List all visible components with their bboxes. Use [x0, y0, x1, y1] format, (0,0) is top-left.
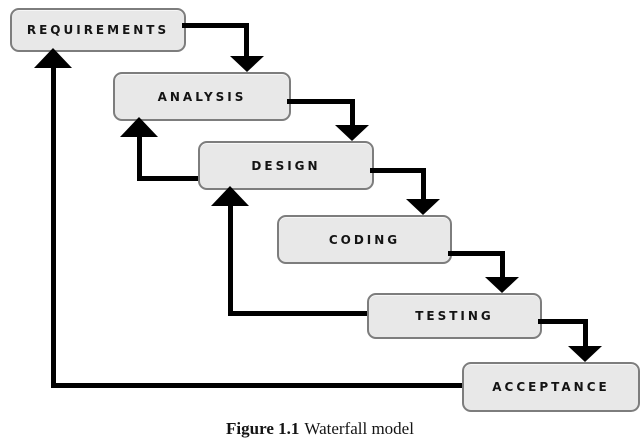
connector-analysis-design-hseg	[287, 99, 355, 104]
feedback-acceptance-requirements-hseg	[51, 383, 462, 388]
feedback-testing-design-vseg	[228, 206, 233, 316]
connector-coding-testing-hseg	[448, 251, 505, 256]
feedback-acceptance-requirements-vseg	[51, 68, 56, 388]
stage-box-testing: TESTING	[367, 293, 542, 339]
connector-coding-testing-vseg	[500, 251, 505, 277]
arrowhead-up-into-analysis-icon	[120, 117, 158, 137]
arrowhead-down-into-acceptance-icon	[568, 346, 602, 362]
connector-requirements-analysis-vseg	[244, 23, 249, 56]
stage-box-coding: CODING	[277, 215, 452, 264]
connector-requirements-analysis-hseg	[182, 23, 249, 28]
figure-caption-text: Waterfall model	[304, 419, 414, 438]
stage-label-analysis: ANALYSIS	[157, 89, 247, 104]
arrowhead-up-into-design-icon	[211, 186, 249, 206]
feedback-testing-design-hseg	[228, 311, 367, 316]
feedback-design-analysis-vseg	[137, 137, 142, 181]
stage-label-acceptance: ACCEPTANCE	[492, 380, 610, 394]
arrowhead-down-into-testing-icon	[485, 277, 519, 293]
feedback-design-analysis-hseg	[137, 176, 198, 181]
figure-caption-number: Figure 1.1	[226, 419, 300, 438]
stage-box-acceptance: ACCEPTANCE	[462, 362, 640, 412]
arrowhead-down-into-design-icon	[335, 125, 369, 141]
stage-box-requirements: REQUIREMENTS	[10, 8, 186, 52]
stage-label-coding: CODING	[328, 232, 401, 247]
arrowhead-up-into-requirements-icon	[34, 48, 72, 68]
stage-label-requirements: REQUIREMENTS	[26, 23, 170, 37]
stage-label-design: DESIGN	[251, 158, 321, 173]
connector-design-coding-vseg	[421, 168, 426, 199]
connector-analysis-design-vseg	[350, 99, 355, 125]
arrowhead-down-into-analysis-icon	[230, 56, 264, 72]
stage-box-design: DESIGN	[198, 141, 374, 190]
arrowhead-down-into-coding-icon	[406, 199, 440, 215]
stage-box-analysis: ANALYSIS	[113, 72, 291, 121]
connector-testing-acceptance-vseg	[583, 319, 588, 346]
stage-label-testing: TESTING	[415, 309, 494, 323]
connector-design-coding-hseg	[370, 168, 426, 173]
connector-testing-acceptance-hseg	[538, 319, 588, 324]
